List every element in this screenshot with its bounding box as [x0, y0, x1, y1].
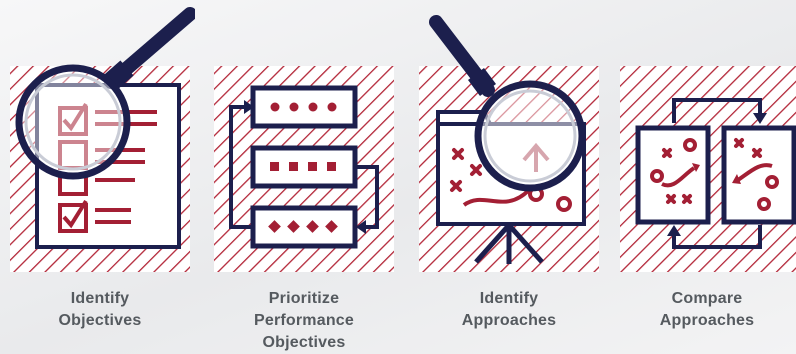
caption-line: Objectives	[262, 334, 346, 351]
step-prioritize-objectives: Prioritize Performance Objectives	[209, 0, 399, 354]
caption-line: Identify	[479, 290, 539, 307]
caption-line: Performance	[253, 312, 355, 329]
caption-line: Approaches	[659, 312, 755, 329]
caption-line: Prioritize	[268, 290, 340, 307]
step-identify-approaches: Identify Approaches	[414, 0, 604, 354]
step-compare-approaches: Compare Approaches	[612, 0, 796, 354]
caption-line: Approaches	[461, 312, 557, 329]
caption-line: Objectives	[58, 312, 142, 329]
step-caption: Prioritize Performance Objectives	[209, 288, 399, 354]
priority-list-icon	[214, 66, 394, 272]
caption-line: Identify	[70, 290, 130, 307]
step-caption: Compare Approaches	[612, 288, 796, 332]
step-caption: Identify Approaches	[414, 288, 604, 332]
checklist-magnifier-icon	[10, 7, 195, 272]
step-caption: Identify Objectives	[5, 288, 195, 332]
caption-line: Compare	[671, 290, 743, 307]
strategy-board-magnifier-icon	[419, 15, 599, 272]
step-identify-objectives: Identify Objectives	[5, 0, 195, 354]
compare-plays-icon	[620, 66, 796, 272]
